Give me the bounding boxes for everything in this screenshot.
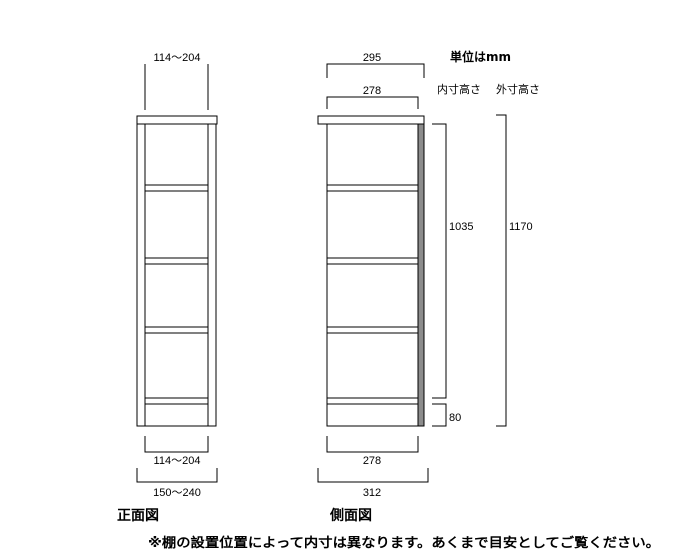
side-top-depth-label: 295 <box>363 52 381 64</box>
front-top-width-dim <box>144 64 209 110</box>
side-outer-height-dim <box>496 114 507 427</box>
side-base <box>326 403 419 427</box>
front-inner-width-label: 114～204 <box>154 455 201 467</box>
front-outer-width-dim <box>136 468 218 483</box>
side-inner-height-label: 1035 <box>449 221 473 233</box>
side-base-height-dim <box>432 403 447 427</box>
front-shelf-1 <box>144 184 209 192</box>
inner-height-header: 内寸高さ <box>437 82 481 96</box>
side-lower-depth-label: 278 <box>363 455 381 467</box>
side-top-board <box>317 115 425 125</box>
side-shelf-3 <box>326 326 419 334</box>
side-shelf-4 <box>326 397 419 405</box>
front-inner-width-dim <box>144 436 209 453</box>
front-shelf-4 <box>144 397 209 405</box>
front-view: 114～204 114～204 150～240 正面図 <box>117 52 218 524</box>
side-upper-depth-label: 278 <box>363 85 381 97</box>
front-top-width-label: 114～204 <box>154 52 201 64</box>
front-view-title: 正面図 <box>117 508 159 524</box>
side-view: 295 278 278 312 1035 80 1170 側面図 <box>317 52 533 524</box>
side-outer-depth-label: 312 <box>363 487 381 499</box>
side-outer-depth-dim <box>317 468 429 483</box>
front-shelf-3 <box>144 326 209 334</box>
side-shelf-1 <box>326 184 419 192</box>
side-shelf-2 <box>326 257 419 265</box>
front-top-board <box>136 115 218 125</box>
side-top-depth-dim <box>326 63 425 78</box>
front-left-side <box>136 123 146 427</box>
side-view-title: 側面図 <box>329 507 372 524</box>
front-base <box>144 403 209 427</box>
front-right-side <box>207 123 217 427</box>
front-outer-width-label: 150～240 <box>153 487 201 499</box>
side-upper-depth-dim <box>326 96 419 109</box>
side-base-height-label: 80 <box>449 412 461 424</box>
side-lower-depth-dim <box>326 436 419 453</box>
side-inner-height-dim <box>432 123 447 399</box>
front-shelf-2 <box>144 257 209 265</box>
units-label: 単位はmm <box>450 49 511 64</box>
outer-height-header: 外寸高さ <box>496 82 540 96</box>
side-back-panel <box>417 123 425 427</box>
side-outer-height-label: 1170 <box>509 221 533 233</box>
footnote: ※棚の設置位置によって内寸は異なります。あくまで目安としてご覧ください。 <box>148 535 660 551</box>
side-body <box>326 123 419 427</box>
